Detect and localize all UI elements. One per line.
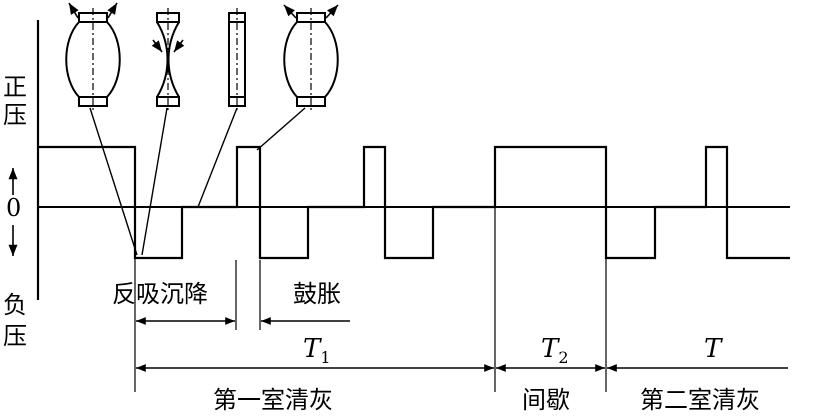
second-chamber-cleaning-label: 第二室清灰 — [640, 386, 760, 414]
bag-shape-inflated-2 — [283, 4, 339, 112]
leader-line-1 — [89, 107, 138, 256]
leader-line-2 — [141, 107, 168, 256]
zero-label: 0 — [6, 194, 21, 222]
negative-pressure-label-2: 压 — [3, 322, 27, 350]
positive-pressure-label-1: 正 — [3, 73, 27, 101]
leader-line-3 — [197, 107, 238, 208]
t-label: T — [704, 334, 723, 364]
leader-line-4 — [256, 107, 306, 151]
negative-pressure-label-1: 负 — [3, 291, 27, 319]
bag-shape-inflated-1 — [65, 2, 121, 112]
pause-label: 间歇 — [522, 386, 570, 414]
first-chamber-cleaning-label: 第一室清灰 — [213, 386, 333, 414]
t2-symbol: T — [541, 334, 560, 364]
positive-pressure-label-2: 压 — [3, 101, 27, 129]
bag-shape-straight — [228, 8, 246, 112]
reverse-blow-settle-label: 反吸沉降 — [112, 280, 208, 308]
t1-label: T1 — [303, 334, 331, 367]
t2-label: T2 — [541, 334, 569, 367]
t1-subscript: 1 — [320, 348, 330, 367]
t2-subscript: 2 — [558, 348, 568, 367]
bag-shape-collapsed — [151, 8, 185, 112]
swelling-label: 鼓胀 — [293, 280, 341, 308]
t1-symbol: T — [303, 334, 322, 364]
pressure-waveform — [38, 145, 790, 260]
